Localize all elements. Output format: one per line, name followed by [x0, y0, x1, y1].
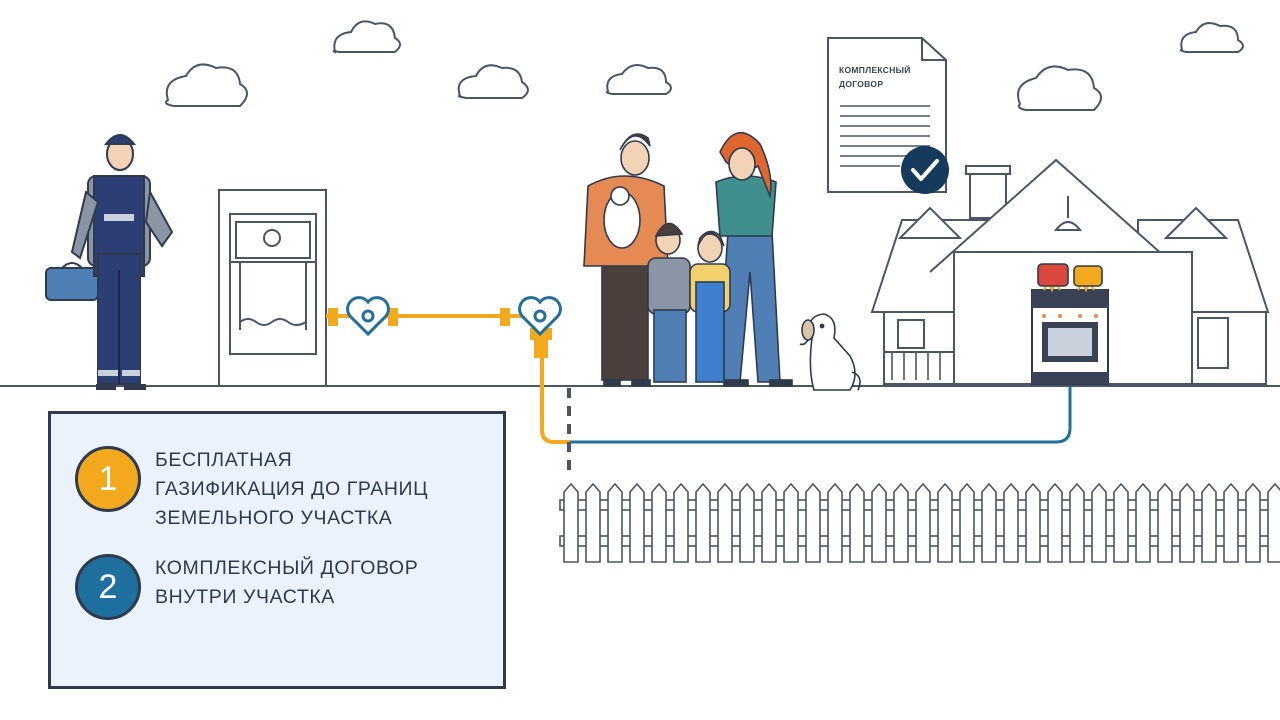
check-badge	[901, 146, 949, 194]
fence-picket	[1091, 482, 1107, 563]
fence-picket	[1047, 482, 1063, 563]
fence-picket	[629, 482, 645, 563]
heart-logo-icon	[346, 296, 390, 337]
inner-gas-pipe	[570, 386, 1072, 444]
legend-line: КОМПЛЕКСНЫЙ ДОГОВОР	[155, 557, 419, 579]
cloud-icon	[332, 20, 401, 54]
legend-line: ГАЗИФИКАЦИЯ ДО ГРАНИЦ	[155, 478, 429, 500]
fence-picket	[805, 482, 821, 563]
fence-picket	[959, 482, 975, 563]
fence-picket	[1223, 482, 1239, 563]
cloud-icon	[1017, 65, 1102, 111]
fence-picket	[1157, 482, 1173, 563]
clouds	[165, 20, 1244, 111]
gas-cabinet	[218, 189, 327, 387]
gas-stove-icon	[1031, 263, 1109, 385]
legend-line: БЕСПЛАТНАЯ	[155, 449, 293, 471]
legend-line: ВНУТРИ УЧАСТКА	[155, 586, 335, 608]
legend-item-free-gasification: 1 БЕСПЛАТНАЯ ГАЗИФИКАЦИЯ ДО ГРАНИЦ ЗЕМЕЛ…	[75, 446, 428, 533]
fence-picket	[717, 482, 733, 563]
fence-picket	[695, 482, 711, 563]
number-badge: 1	[75, 446, 141, 512]
contract-title: КОМПЛЕКСНЫЙ ДОГОВОР	[839, 63, 939, 91]
check-icon	[911, 159, 939, 181]
fence-picket	[1245, 482, 1261, 563]
fence-picket	[871, 482, 887, 563]
fence-picket	[1003, 482, 1019, 563]
fence-picket	[739, 482, 755, 563]
contract-title-line: КОМПЛЕКСНЫЙ	[839, 65, 911, 75]
cloud-icon	[605, 64, 672, 95]
toolbox	[45, 267, 99, 301]
fence-picket	[673, 482, 689, 563]
fence-picket	[981, 482, 997, 563]
fence-picket	[849, 482, 865, 563]
fence-picket	[1179, 482, 1195, 563]
cloud-icon	[1179, 22, 1244, 53]
fence-picket	[563, 482, 579, 563]
contract-title-line: ДОГОВОР	[839, 79, 884, 89]
fence-picket	[1025, 482, 1041, 563]
fence-picket	[1267, 482, 1280, 563]
fence-picket	[761, 482, 777, 563]
legend-item-text: КОМПЛЕКСНЫЙ ДОГОВОР ВНУТРИ УЧАСТКА	[155, 554, 418, 612]
fence-picket	[893, 482, 909, 563]
legend-item-complex-contract: 2 КОМПЛЕКСНЫЙ ДОГОВОР ВНУТРИ УЧАСТКА	[75, 554, 418, 620]
fence-picket	[651, 482, 667, 563]
heart-logo-icon	[518, 296, 562, 337]
fence-picket	[937, 482, 953, 563]
fence-picket	[585, 482, 601, 563]
legend-line: ЗЕМЕЛЬНОГО УЧАСТКА	[155, 507, 393, 529]
fence-picket	[1113, 482, 1129, 563]
fence-picket	[607, 482, 623, 563]
contract-document	[827, 37, 949, 194]
gas-worker	[45, 134, 174, 390]
fence-picket	[1135, 482, 1151, 563]
legend-item-text: БЕСПЛАТНАЯ ГАЗИФИКАЦИЯ ДО ГРАНИЦ ЗЕМЕЛЬН…	[155, 446, 428, 533]
cloud-icon	[165, 63, 248, 107]
fence-picket	[1201, 482, 1217, 563]
dog	[799, 313, 861, 391]
legend-box: 1 БЕСПЛАТНАЯ ГАЗИФИКАЦИЯ ДО ГРАНИЦ ЗЕМЕЛ…	[48, 411, 506, 689]
pot-yellow	[1073, 265, 1103, 287]
fence	[559, 482, 1280, 563]
fence-picket	[783, 482, 799, 563]
pot-red	[1037, 263, 1069, 287]
fence-picket	[915, 482, 931, 563]
family	[583, 132, 793, 387]
fence-picket	[827, 482, 843, 563]
fence-picket	[1069, 482, 1085, 563]
cloud-icon	[457, 64, 529, 99]
number-badge: 2	[75, 554, 141, 620]
